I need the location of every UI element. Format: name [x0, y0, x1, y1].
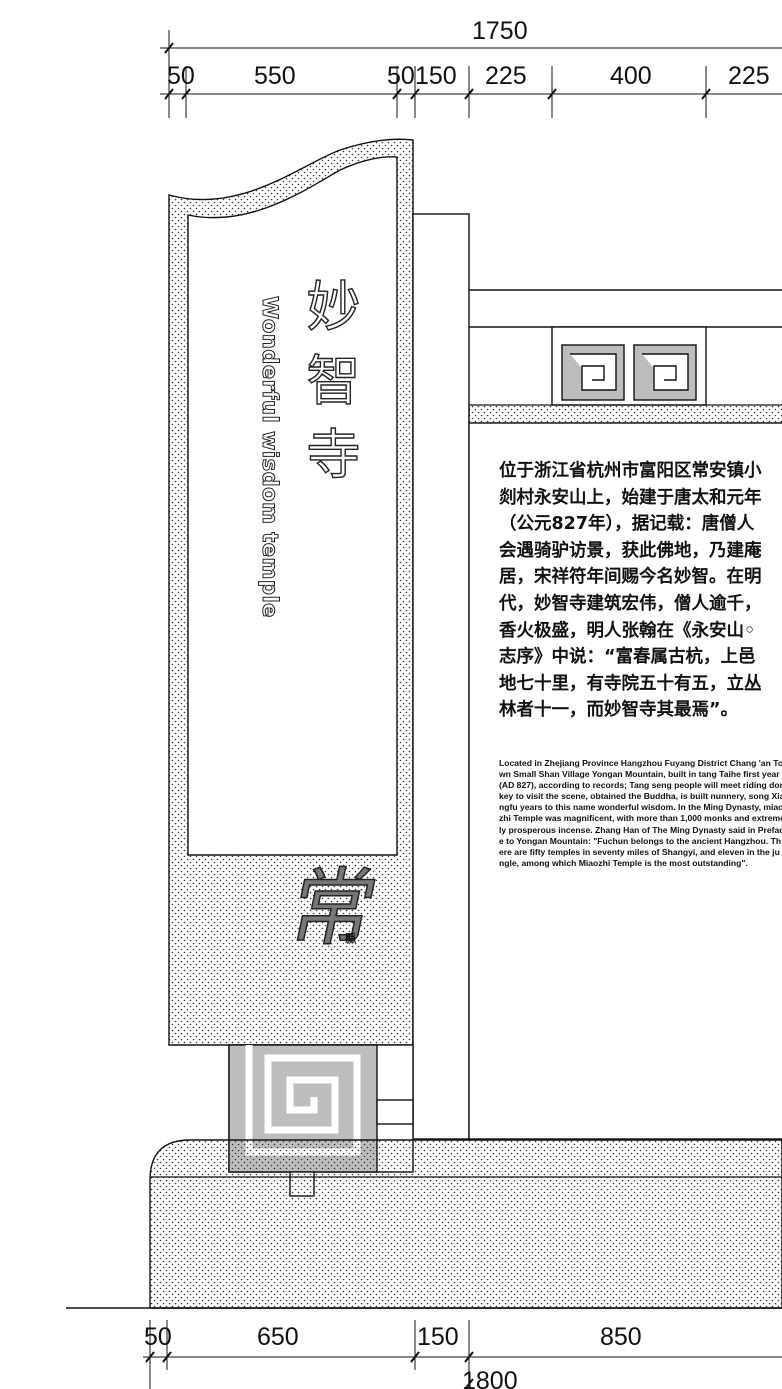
- sign-title-english: Wonderful wisdom temple: [258, 296, 283, 619]
- dim-top-225-b: 225: [728, 62, 770, 90]
- top-dimension-ticks: [164, 42, 711, 100]
- sign-title-chinese: 妙智寺: [296, 277, 360, 500]
- dim-bottom-850: 850: [600, 1323, 642, 1351]
- dim-bottom-total: 1800: [462, 1367, 518, 1389]
- dim-bottom-650: 650: [257, 1323, 299, 1351]
- meander-ornament-top: [551, 326, 707, 406]
- description-chinese: 位于浙江省杭州市富阳区常安镇小剡村永安山上，始建于唐太和元年（公元827年），据…: [499, 461, 762, 721]
- dim-top-total: 1750: [472, 17, 528, 45]
- dim-top-50-a: 50: [167, 62, 195, 90]
- dim-bottom-50: 50: [144, 1323, 172, 1351]
- dim-top-400: 400: [610, 62, 652, 90]
- side-post: [412, 213, 470, 1140]
- dim-bottom-150: 150: [417, 1323, 459, 1351]
- base-plinth: [149, 1139, 782, 1309]
- dim-top-225-a: 225: [485, 62, 527, 90]
- dim-top-50-b: 50: [387, 62, 415, 90]
- calligraphy-character: 常: [280, 858, 386, 958]
- right-text-panel: [468, 422, 782, 1140]
- dim-top-150: 150: [415, 62, 457, 90]
- top-dimension-lines: [160, 30, 782, 118]
- calligraphy-seal: 縣: [345, 932, 356, 945]
- main-panel-inner: [187, 156, 398, 856]
- bottom-dimension-ticks: [145, 1351, 474, 1389]
- right-panel-strip: [468, 404, 782, 424]
- bottom-dimension-lines: [143, 1320, 782, 1389]
- description-english: Located in Zhejiang Province Hangzhou Fu…: [499, 758, 782, 868]
- dim-top-550: 550: [254, 62, 296, 90]
